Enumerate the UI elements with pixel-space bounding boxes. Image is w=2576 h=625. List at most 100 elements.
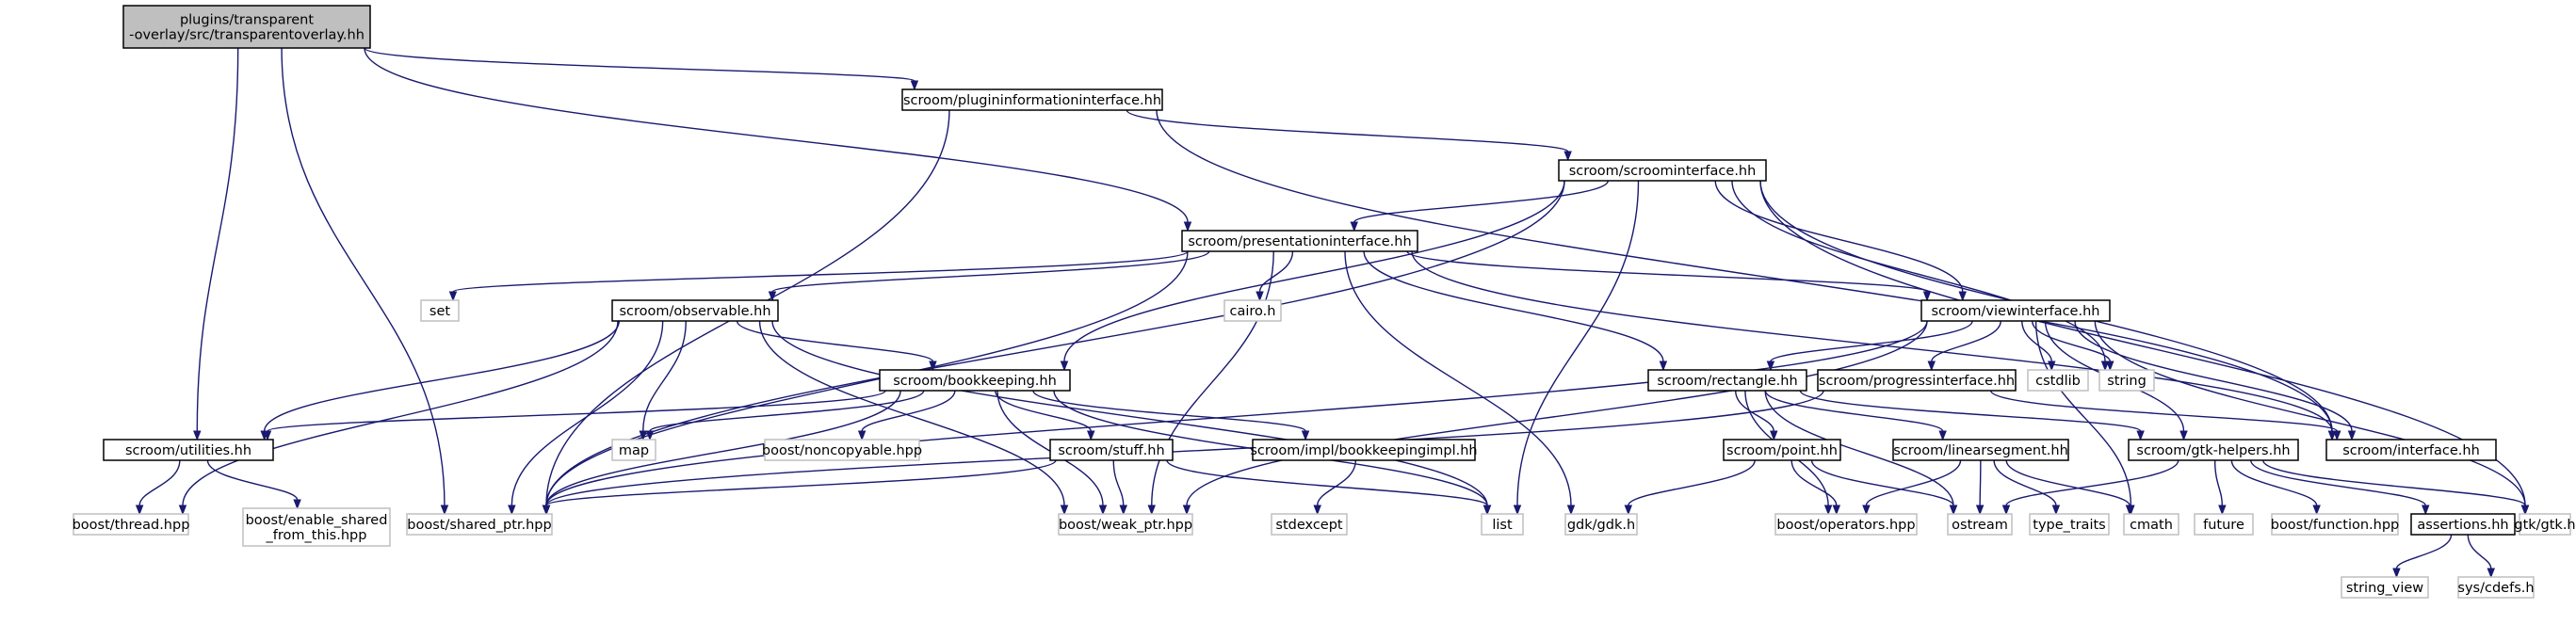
node-progress[interactable]: scroom/progressinterface.hh xyxy=(1817,369,2017,392)
arrowhead-viewinterface-to-cstdlib xyxy=(2048,361,2056,372)
arrowhead-bookkeeping-to-weak_ptr xyxy=(1098,505,1108,516)
node-list[interactable]: list xyxy=(1481,513,1524,536)
node-box-interface xyxy=(2325,439,2497,461)
node-label-function: boost/function.hpp xyxy=(2271,518,2400,533)
node-box-bookkeeping xyxy=(879,369,1071,392)
node-label-future: future xyxy=(2203,518,2244,533)
node-gdk[interactable]: gdk/gdk.h xyxy=(1564,513,1638,536)
edge-point-to-ostream xyxy=(1810,459,1954,506)
edge-linearsegment-to-type_traits xyxy=(1993,459,2057,506)
arrowhead-viewinterface-to-gtkhelpers xyxy=(2179,430,2188,441)
node-box-ostream xyxy=(1947,513,2013,536)
node-bookkeeping[interactable]: scroom/bookkeeping.hh xyxy=(879,369,1071,392)
arrowhead-rectangle-to-point xyxy=(1770,430,1778,441)
edge-gtkhelpers-to-function xyxy=(2230,459,2318,506)
arrowhead-observable-to-thread xyxy=(178,505,187,516)
node-future[interactable]: future xyxy=(2194,513,2254,536)
node-cairo[interactable]: cairo.h xyxy=(1223,299,1282,322)
node-shared_ptr[interactable]: boost/shared_ptr.hpp xyxy=(406,513,553,536)
edge-viewinterface-to-cstdlib xyxy=(2021,320,2052,362)
node-presentation[interactable]: scroom/presentationinterface.hh xyxy=(1181,230,1418,252)
node-label-noncopyable: boost/noncopyable.hpp xyxy=(762,443,922,458)
edge-scroominterface-to-viewinterface xyxy=(1714,180,1964,293)
arrowhead-presentation-to-rectangle xyxy=(1659,361,1668,372)
node-label-plugininfo: scroom/plugininformationinterface.hh xyxy=(903,93,1161,108)
edge-bookkeepingimpl-to-stdexcept xyxy=(1317,459,1356,506)
node-label-linearsegment: scroom/linearsegment.hh xyxy=(1893,443,2068,458)
node-viewinterface[interactable]: scroom/viewinterface.hh xyxy=(1920,299,2111,322)
node-label-stdexcept: stdexcept xyxy=(1275,518,1343,533)
node-label-gtkhelpers: scroom/gtk-helpers.hh xyxy=(2136,443,2290,458)
node-cdefs[interactable]: sys/cdefs.h xyxy=(2457,576,2535,599)
node-box-cairo xyxy=(1223,299,1282,322)
node-interface[interactable]: scroom/interface.hh xyxy=(2325,439,2497,461)
node-type_traits[interactable]: type_traits xyxy=(2029,513,2110,536)
edge-presentation-to-cairo xyxy=(1258,250,1294,293)
edge-presentation-to-interface xyxy=(1411,250,2333,432)
node-cmath[interactable]: cmath xyxy=(2123,513,2179,536)
node-box-type_traits xyxy=(2029,513,2110,536)
edge-observable-to-utilities xyxy=(264,320,620,432)
node-box-observable xyxy=(611,299,779,322)
arrowhead-observable-to-weak_ptr xyxy=(1060,505,1069,516)
arrowhead-bookkeeping-to-stuff xyxy=(1087,430,1095,441)
node-set[interactable]: set xyxy=(420,299,460,322)
node-observable[interactable]: scroom/observable.hh xyxy=(611,299,779,322)
node-box-scroominterface xyxy=(1558,159,1767,182)
node-gtkhelpers[interactable]: scroom/gtk-helpers.hh xyxy=(2128,439,2299,461)
node-plugininfo[interactable]: scroom/plugininformationinterface.hh xyxy=(901,88,1163,111)
node-point[interactable]: scroom/point.hh xyxy=(1723,439,1841,461)
node-root[interactable]: plugins/transparent-overlay/src/transpar… xyxy=(122,5,371,49)
edge-root-to-utilities xyxy=(196,47,239,432)
node-box-rectangle xyxy=(1647,369,1807,392)
edge-progress-to-interface xyxy=(1990,390,2338,432)
node-utilities[interactable]: scroom/utilities.hh xyxy=(103,439,274,461)
node-box-gtk xyxy=(2519,513,2571,536)
node-thread[interactable]: boost/thread.hpp xyxy=(73,513,190,536)
node-cstdlib[interactable]: cstdlib xyxy=(2027,369,2089,392)
arrowhead-viewinterface-to-rectangle xyxy=(1766,361,1775,372)
node-box-gtkhelpers xyxy=(2128,439,2299,461)
node-box-assertions xyxy=(2410,513,2516,536)
node-map[interactable]: map xyxy=(611,439,656,461)
arrowhead-presentation-to-observable xyxy=(768,291,777,302)
node-operators[interactable]: boost/operators.hpp xyxy=(1774,513,1918,536)
node-stuff[interactable]: scroom/stuff.hh xyxy=(1049,439,1174,461)
node-bookkeepingimpl[interactable]: scroom/impl/bookkeepingimpl.hh xyxy=(1250,439,1478,461)
arrowhead-bookkeeping-to-utilities xyxy=(263,430,272,441)
node-assertions[interactable]: assertions.hh xyxy=(2410,513,2516,536)
node-noncopyable[interactable]: boost/noncopyable.hpp xyxy=(762,439,922,461)
node-box-bookkeepingimpl xyxy=(1252,439,1476,461)
node-stdexcept[interactable]: stdexcept xyxy=(1271,513,1348,536)
node-box-plugininfo xyxy=(901,88,1163,111)
arrowhead-linearsegment-to-cmath xyxy=(2125,505,2134,516)
node-rectangle[interactable]: scroom/rectangle.hh xyxy=(1647,369,1807,392)
node-enable_shared[interactable]: boost/enable_shared_from_this.hpp xyxy=(242,507,391,547)
edge-bookkeeping-to-map xyxy=(649,390,925,432)
node-label-assertions: assertions.hh xyxy=(2417,518,2508,533)
edge-gtkhelpers-to-assertions xyxy=(2250,459,2426,506)
node-box-viewinterface xyxy=(1920,299,2111,322)
node-box-utilities xyxy=(103,439,274,461)
node-scroominterface[interactable]: scroom/scroominterface.hh xyxy=(1558,159,1767,182)
node-label-cairo: cairo.h xyxy=(1230,304,1276,319)
node-ostream[interactable]: ostream xyxy=(1947,513,2013,536)
arrowhead-point-to-ostream xyxy=(1949,505,1958,516)
arrowhead-root-to-presentation xyxy=(1183,221,1192,232)
edge-presentation-to-viewinterface xyxy=(1406,250,1928,293)
node-gtk[interactable]: gtk/gtk.h xyxy=(2514,513,2576,536)
node-linearsegment[interactable]: scroom/linearsegment.hh xyxy=(1892,439,2069,461)
node-label-thread: boost/thread.hpp xyxy=(73,518,190,533)
node-box-weak_ptr xyxy=(1058,513,1193,536)
node-function[interactable]: boost/function.hpp xyxy=(2271,513,2400,536)
node-string_view[interactable]: string_view xyxy=(2341,576,2429,599)
arrowhead-scroominterface-to-viewinterface xyxy=(1958,291,1967,302)
edge-observable-to-list xyxy=(771,320,1488,506)
node-weak_ptr[interactable]: boost/weak_ptr.hpp xyxy=(1058,513,1193,536)
node-label-root: plugins/transparent xyxy=(180,13,314,28)
node-label-cstdlib: cstdlib xyxy=(2035,374,2081,389)
node-string[interactable]: string xyxy=(2098,369,2155,392)
arrowhead-root-to-shared_ptr xyxy=(440,505,449,516)
edge-gtkhelpers-to-ostream xyxy=(2005,459,2179,506)
arrowhead-gtkhelpers-to-assertions xyxy=(2422,505,2430,516)
